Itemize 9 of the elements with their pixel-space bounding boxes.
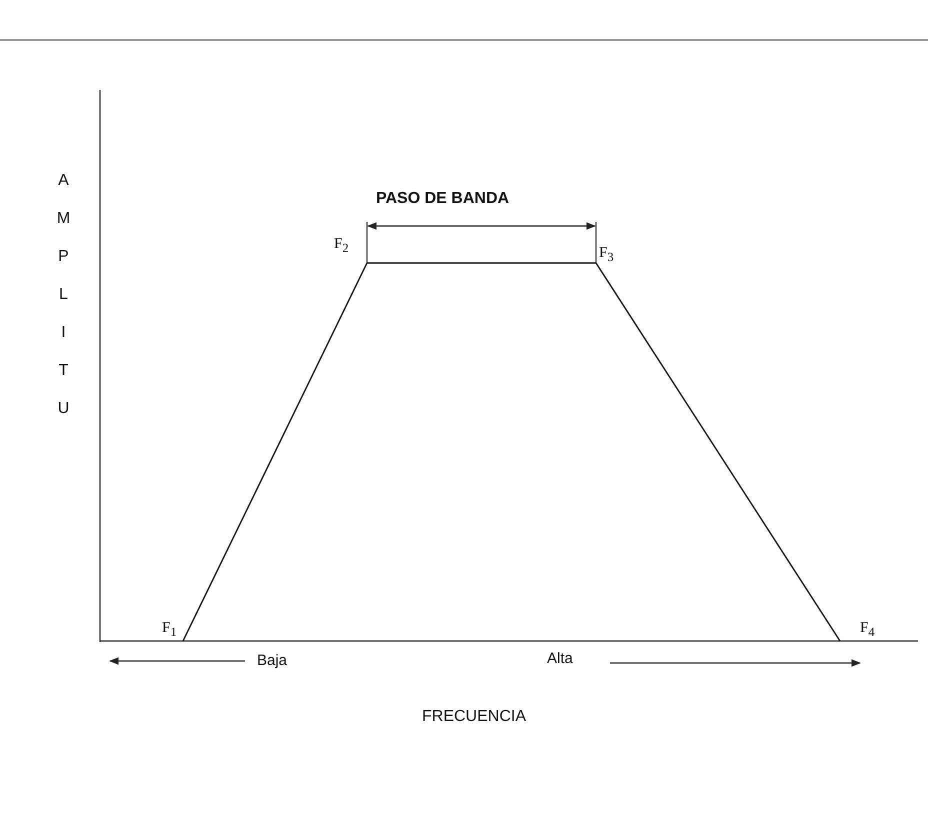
axis-label: Baja bbox=[257, 652, 288, 669]
axis-title: AMPLITU bbox=[54, 172, 72, 438]
point-label: F$_{3}$ bbox=[599, 245, 614, 265]
dimension-label: PASO DE BANDA bbox=[376, 190, 510, 208]
point-label: F$_{4}$ bbox=[860, 620, 875, 640]
point-label: F$_{1}$ bbox=[162, 620, 177, 640]
axis-title: FRECUENCIA bbox=[422, 708, 526, 726]
point-label: F$_{2}$ bbox=[334, 236, 349, 256]
axis-label: Alta bbox=[547, 650, 573, 667]
